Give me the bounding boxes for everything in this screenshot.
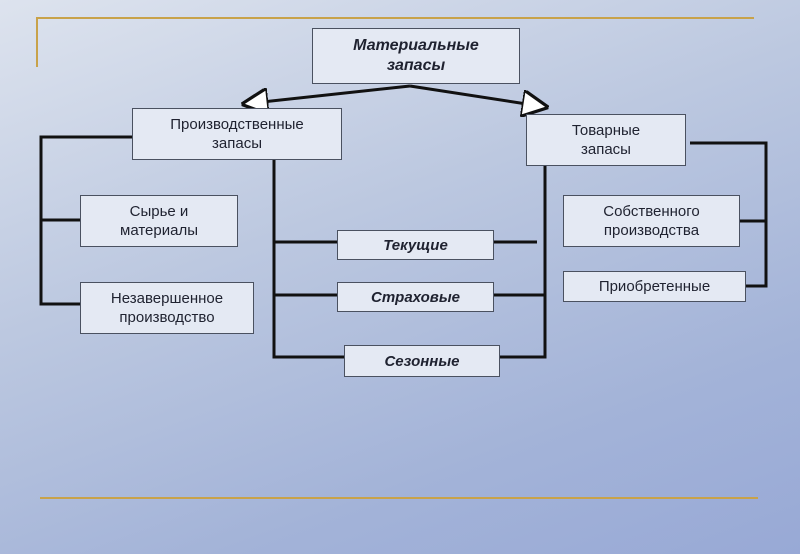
raw-materials-box: Сырье и материалы [80,195,238,247]
arrow-to-goods [409,84,546,107]
top-accent-line [36,17,754,19]
bottom-accent-line [40,497,758,499]
seasonal-box: Сезонные [344,345,500,377]
left-accent-line [36,17,38,67]
root-box: Материальные запасы [312,28,520,84]
bracket-goods-right [690,141,768,288]
own-production-box: Собственного производства [563,195,740,247]
purchased-box: Приобретенные [563,271,746,302]
wip-box: Незавершенное производство [80,282,254,334]
arrow-to-production [244,84,411,104]
bracket-production-center [272,160,344,359]
bracket-goods-center [500,166,547,359]
goods-box: Товарные запасы [526,114,686,166]
current-box: Текущие [337,230,494,260]
insurance-box: Страховые [337,282,494,312]
production-box: Производственные запасы [132,108,342,160]
